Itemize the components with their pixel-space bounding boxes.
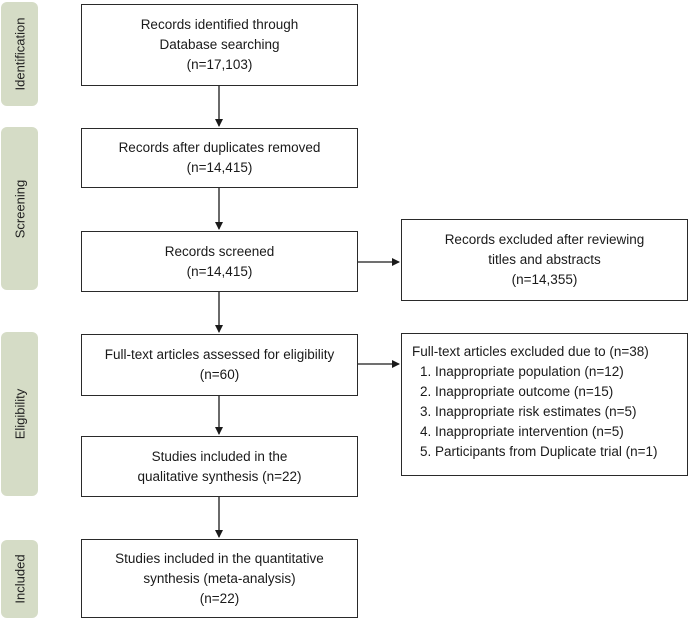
- box-qualitative-synthesis: Studies included in the qualitative synt…: [81, 436, 358, 497]
- exclusion-reasons-list: 1. Inappropriate population (n=12) 2. In…: [412, 362, 657, 462]
- box-duplicates-removed-line1: Records after duplicates removed: [118, 140, 321, 155]
- box-records-screened: Records screened (n=14,415): [81, 231, 358, 292]
- box-records-excluded-count: (n=14,355): [511, 272, 578, 287]
- exclusion-reason: 5. Participants from Duplicate trial (n=…: [420, 444, 658, 459]
- box-records-screened-line1: Records screened: [164, 243, 275, 259]
- box-records-excluded: Records excluded after reviewing titles …: [401, 219, 688, 301]
- exclusion-reason: 4. Inappropriate intervention (n=5): [420, 424, 624, 439]
- box-records-identified-line2: Database searching: [159, 37, 280, 52]
- phase-screening: Screening: [1, 127, 38, 290]
- phase-included: Included: [1, 540, 38, 618]
- box-fulltext-excluded-heading: Full-text articles excluded due to (n=38…: [412, 344, 649, 359]
- box-qualitative-line1: Studies included in the: [151, 448, 288, 464]
- exclusion-reason: 3. Inappropriate risk estimates (n=5): [420, 404, 637, 419]
- box-quantitative-synthesis: Studies included in the quantitative syn…: [81, 539, 358, 618]
- box-duplicates-removed-count: (n=14,415): [186, 160, 253, 175]
- box-qualitative-line2: qualitative synthesis (n=22): [137, 468, 302, 484]
- box-records-excluded-line1: Records excluded after reviewing: [444, 232, 645, 247]
- box-fulltext-assessed-count: (n=60): [199, 367, 240, 382]
- box-quantitative-line1: Studies included in the quantitative: [115, 550, 324, 566]
- box-duplicates-removed: Records after duplicates removed (n=14,4…: [81, 128, 358, 188]
- phase-identification: Identification: [1, 2, 38, 106]
- box-records-screened-count: (n=14,415): [186, 263, 253, 279]
- box-records-identified-count: (n=17,103): [186, 57, 253, 72]
- phase-eligibility: Eligibility: [1, 332, 38, 496]
- box-quantitative-line2: synthesis (meta-analysis): [143, 570, 296, 586]
- exclusion-reason: 2. Inappropriate outcome (n=15): [420, 384, 614, 399]
- box-records-identified-line1: Records identified through: [140, 17, 299, 32]
- box-records-identified: Records identified through Database sear…: [81, 4, 358, 86]
- box-fulltext-assessed-line1: Full-text articles assessed for eligibil…: [104, 347, 335, 362]
- box-fulltext-assessed: Full-text articles assessed for eligibil…: [81, 334, 358, 396]
- box-quantitative-count: (n=22): [199, 590, 240, 606]
- box-records-excluded-line2: titles and abstracts: [488, 252, 601, 267]
- box-fulltext-excluded: Full-text articles excluded due to (n=38…: [401, 333, 688, 476]
- exclusion-reason: 1. Inappropriate population (n=12): [420, 364, 624, 379]
